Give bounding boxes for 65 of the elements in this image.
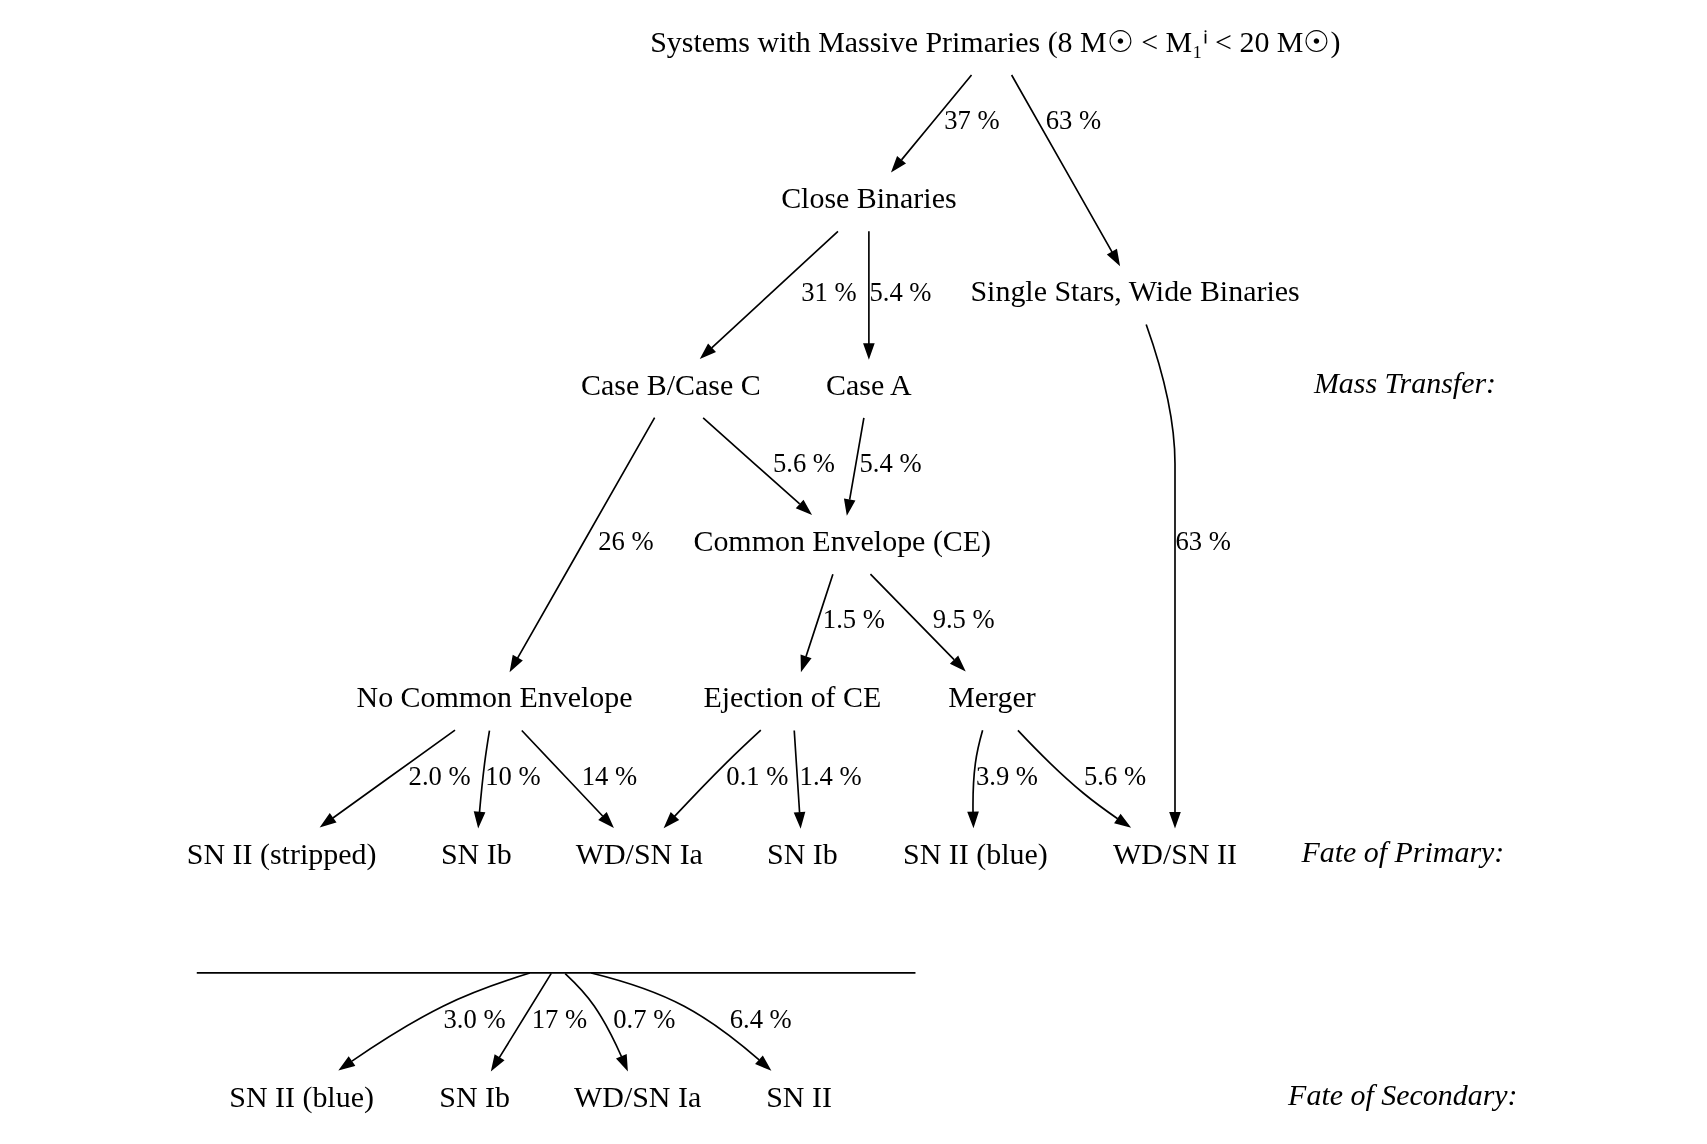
node-text: Case B/Case C <box>581 367 761 401</box>
node-text: SN II (blue) <box>229 1079 374 1113</box>
arrow <box>338 972 531 1071</box>
node-text: SN II (stripped) <box>186 836 377 870</box>
node-text: No Common Envelope <box>356 680 633 714</box>
arrow <box>473 729 491 829</box>
label: Fate of Primary: <box>1301 835 1505 869</box>
node-text: Systems with Massive Primaries (8 M☉ < M₁ⁱ < 20 M☉) <box>650 24 1341 58</box>
edge-label: 14 % <box>581 760 638 791</box>
node-brace <box>195 972 917 974</box>
arrow <box>869 573 966 672</box>
arrow <box>590 972 772 1071</box>
node-text: SN II <box>766 1079 832 1113</box>
edge-label: 0.1 % <box>726 760 789 791</box>
arrow <box>699 230 839 359</box>
arrow <box>890 74 973 173</box>
edge-label: 9.5 % <box>932 604 995 635</box>
edge-label: 63 % <box>1045 105 1102 136</box>
node-text: Common Envelope (CE) <box>693 524 992 558</box>
arrow <box>863 230 875 360</box>
arrow <box>520 729 614 828</box>
label: Fate of Secondary: <box>1288 1078 1518 1112</box>
node-text: SN Ib <box>440 836 512 870</box>
edge-label: 10 % <box>485 760 541 791</box>
node-text: WD/SN Ia <box>574 1079 702 1113</box>
node-text: SN Ib <box>766 836 838 870</box>
arrow <box>1010 74 1121 267</box>
arrow <box>663 729 762 829</box>
arrow <box>564 972 628 1072</box>
node-text: Single Stars, Wide Binaries <box>970 274 1300 308</box>
edge-label: 63 % <box>1175 526 1231 557</box>
node-text: SN Ib <box>439 1079 510 1113</box>
node-text: Case A <box>826 367 912 401</box>
edge-label: 5.4 % <box>859 447 922 478</box>
edge-label: 3.0 % <box>443 1003 506 1034</box>
arrow <box>490 972 553 1072</box>
edge-label: 37 % <box>944 105 1000 136</box>
arrow <box>843 416 865 516</box>
node-text: Merger <box>948 680 1036 714</box>
arrow <box>319 729 456 828</box>
edge-label: 2.0 % <box>408 760 471 791</box>
edge-label: 1.4 % <box>799 760 862 791</box>
node-text: WD/SN Ia <box>575 836 703 870</box>
edge-label: 6.4 % <box>729 1003 792 1034</box>
label: Mass Transfer: <box>1313 365 1497 399</box>
node-text: SN II (blue) <box>903 836 1048 870</box>
arrow <box>967 729 984 829</box>
arrow <box>702 416 813 516</box>
edge-label: 0.7 % <box>613 1003 676 1034</box>
node-text: WD/SN II <box>1113 836 1237 870</box>
node-text: Close Binaries <box>781 181 957 215</box>
arrow <box>509 416 656 673</box>
node-text: Ejection of CE <box>703 680 882 714</box>
edge-label: 5.4 % <box>869 276 932 307</box>
arrow <box>1017 729 1132 828</box>
edge-label: 1.5 % <box>822 604 885 635</box>
edge-label: 26 % <box>598 526 654 557</box>
edge-label: 5.6 % <box>1084 760 1147 791</box>
arrow <box>793 729 806 829</box>
arrow <box>800 573 834 673</box>
edge-label: 5.6 % <box>772 447 836 478</box>
edge-label: 3.9 % <box>975 760 1039 791</box>
edge-label: 17 % <box>531 1003 588 1034</box>
edge-label: 31 % <box>801 276 857 307</box>
arrow <box>1145 323 1181 829</box>
